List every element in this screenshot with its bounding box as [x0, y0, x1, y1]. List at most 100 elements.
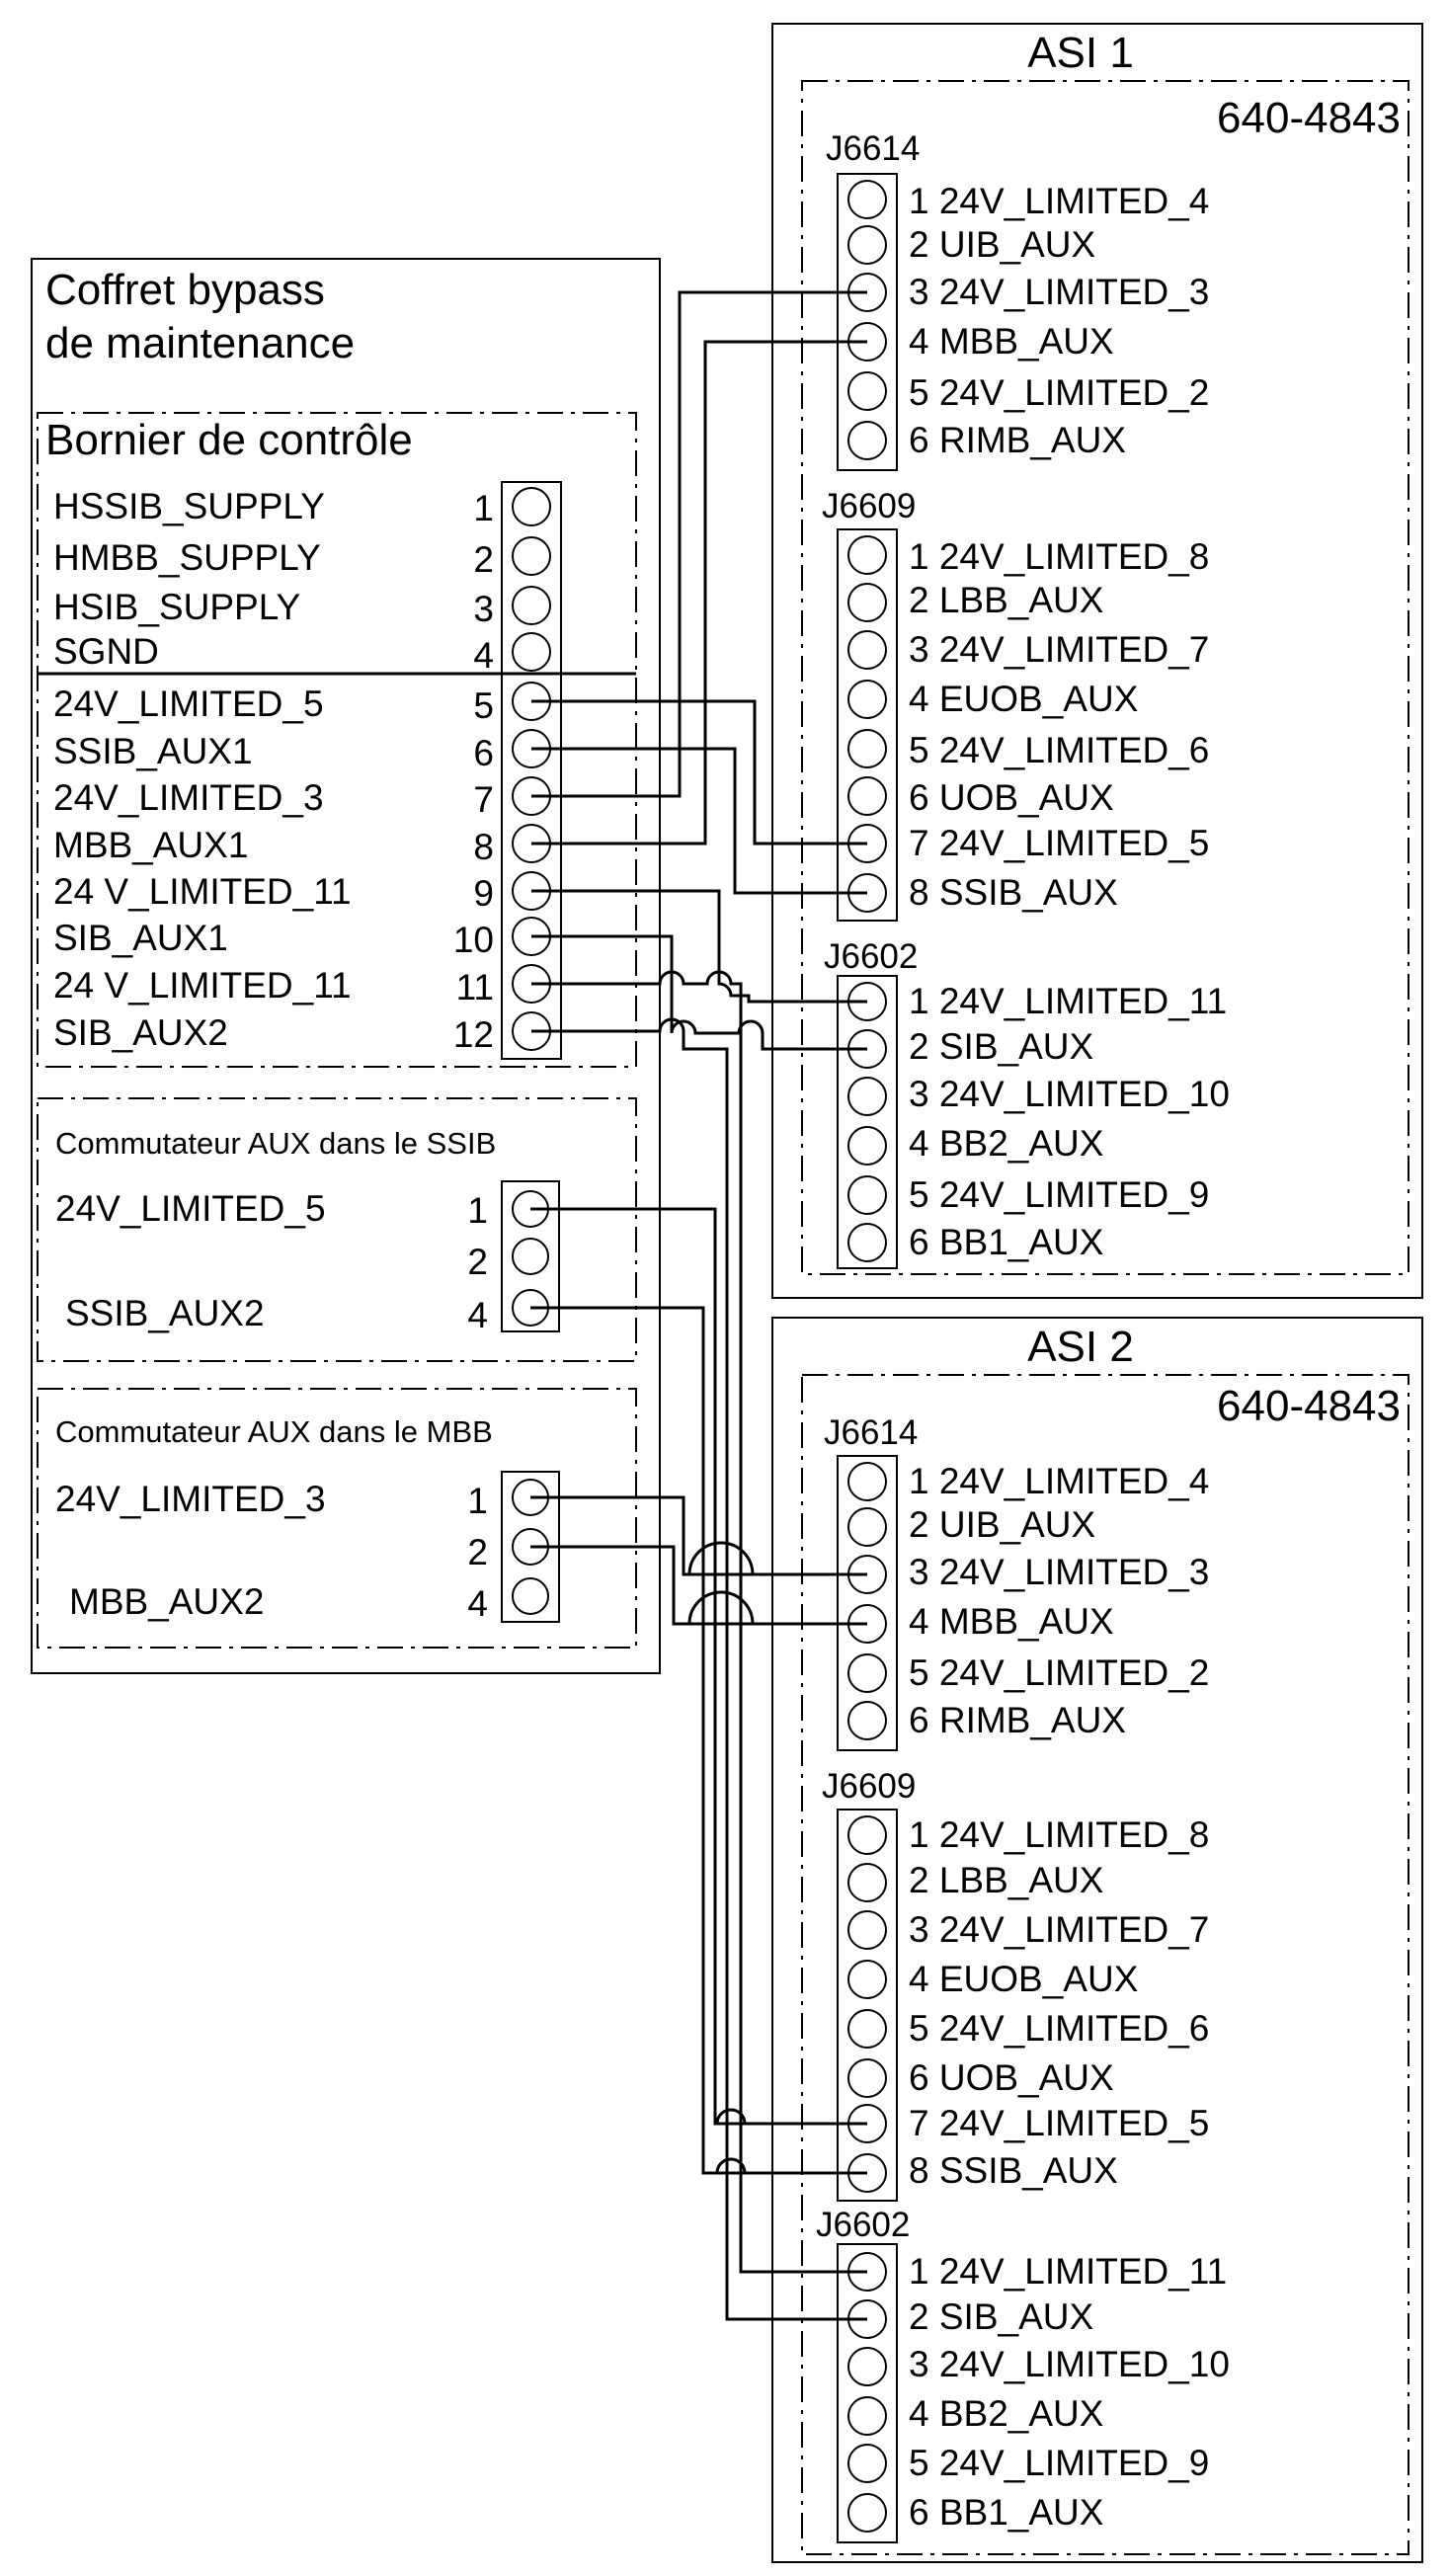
wire-hop	[687, 1541, 755, 1575]
connector-pin	[847, 1126, 887, 1166]
wire-mbb2-asi2-j6614-4	[530, 1545, 867, 1626]
ssib-switch-label: SSIB_AUX2	[65, 1293, 265, 1333]
pin-label: 1 24V_LIMITED_11	[909, 2251, 1227, 2292]
connector-housing	[837, 2243, 898, 2543]
ups-2-j6614: J6614 1 24V_LIMITED_4 2 UIB_AUX 3 24V_LI…	[824, 1413, 1209, 1751]
pin-label: 4 BB2_AUX	[909, 1123, 1103, 1164]
pin-label: 6 BB1_AUX	[909, 1222, 1103, 1262]
terminal-label: 24V_LIMITED_3	[53, 777, 324, 818]
wire-mbb1-asi2-j6614-3	[530, 1495, 867, 1576]
ups-2-j6602: J6602 1 24V_LIMITED_11 2 SIB_AUX 3 24V_L…	[816, 2206, 1230, 2543]
terminal-dashed-frame	[37, 412, 637, 1068]
connector-pin	[847, 1815, 887, 1855]
pin-label: 7 24V_LIMITED_5	[909, 823, 1209, 863]
pin-label: 2 SIB_AUX	[909, 2296, 1093, 2337]
connector-pin	[847, 680, 887, 719]
ups-2-part-number: 640-4843	[1217, 1382, 1401, 1430]
ups-1-title: ASI 1	[1027, 29, 1134, 77]
pin-label: 2 LBB_AUX	[909, 1860, 1103, 1900]
wire-t11-asi2-j6602-1	[531, 970, 867, 2274]
pin-label: 7 24V_LIMITED_5	[909, 2103, 1209, 2143]
mbb-switch-title: Commutateur AUX dans le MBB	[55, 1414, 493, 1449]
wire-hop	[715, 2108, 747, 2125]
wire-t9-asi1-j6602-1	[531, 889, 867, 1004]
wire-t7-asi1-j6614-3	[531, 290, 867, 798]
pin-label: 6 RIMB_AUX	[909, 420, 1126, 460]
connector-pin	[847, 1701, 887, 1740]
connector-pin	[847, 2058, 887, 2098]
pin-label: 1 24V_LIMITED_4	[909, 181, 1209, 221]
ups-2-j6609: J6609 1 24V_LIMITED_8 2 LBB_AUX 3 24V_LI…	[822, 1767, 1209, 2202]
mbb-switch-dashed-frame	[37, 1388, 637, 1649]
connector-housing	[837, 1455, 898, 1751]
ssib-switch-num: 4	[467, 1295, 488, 1335]
bypass-title-line1: Coffret bypass	[45, 266, 325, 314]
connector-name: J6614	[824, 1413, 918, 1452]
terminal-label: HMBB_SUPPLY	[53, 537, 321, 578]
terminal-label: 24 V_LIMITED_11	[53, 965, 352, 1006]
terminal-label: 24V_LIMITED_5	[53, 684, 324, 724]
ups-1-frame	[771, 23, 1423, 1299]
terminal-label: SIB_AUX1	[53, 918, 228, 958]
wire-hop	[687, 1590, 755, 1625]
wire-ssib4-asi2-j6609-8	[530, 1306, 867, 2175]
connector-name: J6609	[822, 487, 916, 525]
pin-label: 1 24V_LIMITED_8	[909, 1814, 1209, 1855]
connector-pin	[847, 2493, 887, 2533]
terminal-num: 1	[473, 488, 494, 528]
pin-label: 3 24V_LIMITED_7	[909, 1909, 1209, 1950]
connector-pin	[847, 583, 887, 622]
terminal-label: SIB_AUX2	[53, 1012, 228, 1053]
bypass-cabinet-frame	[31, 258, 661, 1674]
wire-ssib1-asi2-j6609-7	[530, 1207, 867, 2126]
terminal-num: 2	[473, 539, 494, 580]
ssib-switch-num: 2	[467, 1242, 488, 1282]
ups-1-j6602: J6602 1 24V_LIMITED_11 2 SIB_AUX 3 24V_L…	[824, 937, 1230, 1269]
mbb-switch-num: 2	[467, 1532, 488, 1572]
mbb-switch-num: 4	[467, 1583, 488, 1624]
connector-pin	[847, 1910, 887, 1950]
connector-pin	[847, 371, 887, 411]
connector-pin	[847, 535, 887, 575]
pin-label: 4 EUOB_AUX	[909, 679, 1138, 719]
pin-label: 2 UIB_AUX	[909, 224, 1095, 265]
mbb-switch-label: 24V_LIMITED_3	[55, 1479, 326, 1519]
connector-pin	[847, 1223, 887, 1262]
wire-t5-asi1-j6609-7	[531, 699, 867, 845]
mbb-switch-label: MBB_AUX2	[69, 1581, 264, 1622]
connector-pin	[847, 2009, 887, 2049]
pin-label: 5 24V_LIMITED_6	[909, 2008, 1209, 2049]
pin-label: 1 24V_LIMITED_4	[909, 1461, 1209, 1501]
pin-label: 2 UIB_AUX	[909, 1504, 1095, 1545]
terminal-label: SSIB_AUX1	[53, 731, 253, 771]
connector-housing	[837, 173, 898, 471]
wire-t6-asi1-j6609-8	[531, 747, 867, 895]
terminal-label: SGND	[53, 631, 159, 672]
pin-label: 5 24V_LIMITED_6	[909, 730, 1209, 770]
pin-label: 8 SSIB_AUX	[909, 2150, 1118, 2191]
terminal-row-3: HSIB_SUPPLY 3	[53, 586, 551, 629]
connector-pin	[847, 776, 887, 816]
terminal-label: HSIB_SUPPLY	[53, 587, 300, 627]
ssib-switch-label: 24V_LIMITED_5	[55, 1188, 326, 1229]
pin-label: 5 24V_LIMITED_9	[909, 1174, 1209, 1215]
connector-pin	[847, 1175, 887, 1215]
pin-label: 3 24V_LIMITED_7	[909, 629, 1209, 670]
pin-label: 3 24V_LIMITED_10	[909, 1074, 1230, 1114]
connector-pin	[847, 1462, 887, 1501]
pin-label: 5 24V_LIMITED_2	[909, 372, 1209, 413]
connector-housing	[837, 528, 898, 922]
connector-name: J6602	[824, 937, 918, 976]
connector-housing	[837, 1809, 898, 2202]
pin-label: 3 24V_LIMITED_10	[909, 2344, 1230, 2384]
terminal-num: 3	[473, 589, 494, 629]
terminal-label: 24 V_LIMITED_11	[53, 871, 352, 912]
connector-pin	[847, 729, 887, 768]
connector-pin	[847, 1863, 887, 1902]
